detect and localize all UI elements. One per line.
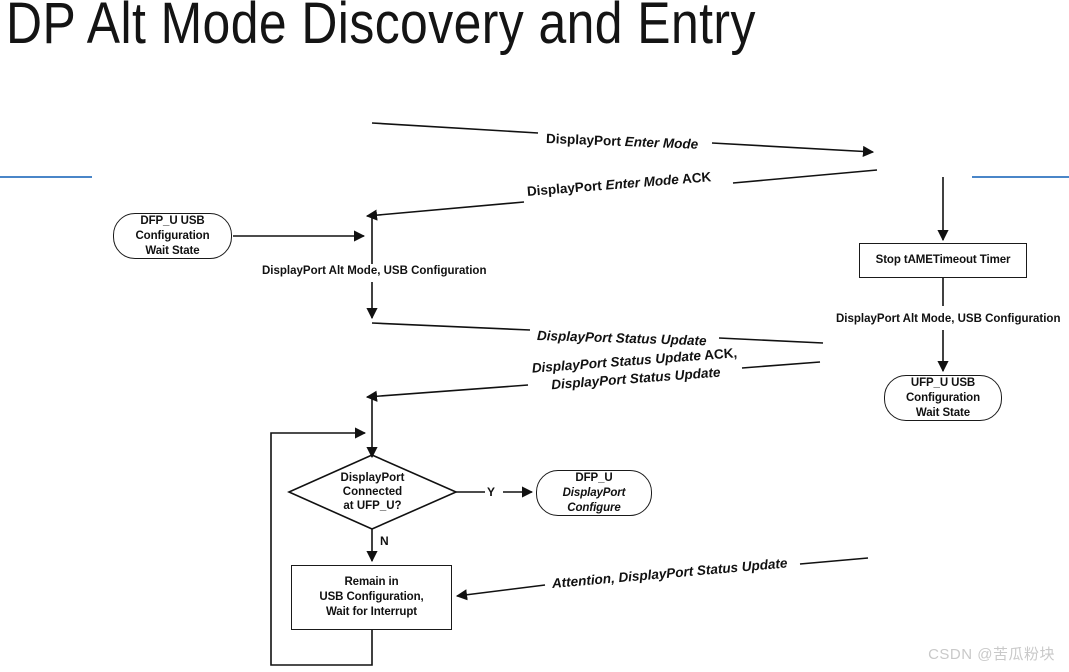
node-line: DFP_U USB — [140, 214, 205, 227]
arrow-enter-mode-part2 — [711, 142, 875, 158]
decision-line: Connected — [342, 486, 403, 498]
node-line: Configure — [567, 501, 621, 514]
label-alt-mode-usb-config-left: DisplayPort Alt Mode, USB Configuration — [262, 265, 487, 277]
decision-line: DisplayPort — [340, 472, 405, 484]
label-branch-no: N — [380, 534, 389, 548]
arrow-status-update-ack-part1 — [741, 361, 821, 369]
node-stop-tametimeout-timer[interactable]: Stop tAMETimeout Timer — [859, 243, 1027, 278]
node-ufp-u-usb-configuration-wait-state[interactable]: UFP_U USB Configuration Wait State — [884, 375, 1002, 421]
node-line: Stop tAMETimeout Timer — [875, 254, 1011, 266]
node-line: Wait for Interrupt — [325, 606, 418, 618]
node-remain-in-usb-configuration-wait-for-interrupt[interactable]: Remain in USB Configuration, Wait for In… — [291, 565, 452, 630]
arrow-status-update-part1 — [371, 322, 531, 331]
node-dfp-u-usb-configuration-wait-state[interactable]: DFP_U USB Configuration Wait State — [113, 213, 232, 259]
node-line: Remain in — [344, 576, 399, 588]
decision-line: at UFP_U? — [343, 500, 402, 512]
label-alt-mode-usb-config-right: DisplayPort Alt Mode, USB Configuration — [836, 313, 1061, 325]
arrow-status-update-part2 — [718, 337, 824, 344]
node-dfp-u-displayport-configure[interactable]: DFP_U DisplayPort Configure — [536, 470, 652, 516]
message-emphasis: Enter Mode — [624, 134, 699, 152]
node-line: Configuration — [905, 391, 981, 404]
message-suffix-line1: ACK, — [700, 345, 738, 363]
node-line: Wait State — [145, 244, 200, 257]
node-line: UFP_U USB — [910, 376, 976, 389]
node-line: USB Configuration, — [319, 591, 424, 603]
accent-rule-right — [972, 176, 1069, 178]
node-decision-displayport-connected-at-ufp-u[interactable]: DisplayPort Connected at UFP_U? — [289, 455, 456, 529]
node-line: Wait State — [915, 406, 971, 419]
decision-label: DisplayPort Connected at UFP_U? — [341, 471, 405, 513]
feedback-loop — [270, 427, 373, 666]
message-suffix: ACK — [678, 169, 712, 187]
node-line: DFP_U — [575, 471, 613, 484]
watermark: CSDN @苦瓜粉块 — [928, 646, 1055, 663]
accent-rule-left — [0, 176, 92, 178]
arrow-attention-part1 — [799, 557, 869, 565]
arrow-enter-mode-part1 — [371, 122, 539, 134]
label-branch-yes: Y — [487, 485, 496, 499]
message-prefix: DisplayPort — [545, 131, 626, 150]
node-line: DisplayPort — [562, 486, 626, 499]
arrow-attention-part2 — [455, 584, 546, 601]
arrow-status-update-ack-part2 — [365, 384, 529, 402]
node-line: Configuration — [135, 229, 210, 242]
message-emphasis: DisplayPort Status Update — [536, 328, 707, 349]
message-emphasis: Enter Mode — [604, 171, 680, 193]
arrow-enter-mode-ack-part1 — [732, 169, 878, 184]
arrow-enter-mode-ack-part2 — [365, 201, 525, 221]
page-title: DP Alt Mode Discovery and Entry — [6, 0, 756, 56]
